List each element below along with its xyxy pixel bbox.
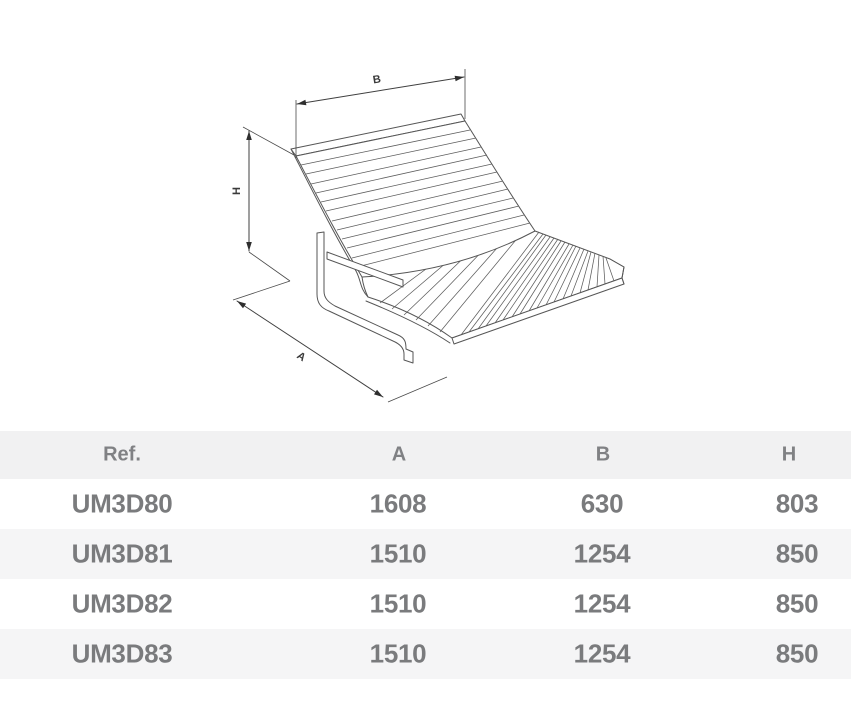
table-row: UM3D83 1510 1254 850 xyxy=(0,629,851,679)
dimension-a: A xyxy=(232,280,448,403)
dim-a-arrow-bottom xyxy=(374,389,383,397)
dim-a-arrow-top xyxy=(237,301,247,309)
h-cell: 850 xyxy=(775,538,819,569)
a-cell: 1510 xyxy=(369,638,427,669)
ref-cell: UM3D82 xyxy=(71,588,173,619)
dim-a-extension-lines xyxy=(232,280,448,403)
arm-rail xyxy=(326,251,404,288)
dim-a-label: A xyxy=(294,350,307,364)
dim-b-extension-lines xyxy=(295,69,466,158)
dim-a-line xyxy=(236,300,384,398)
column-header-b: B xyxy=(595,443,611,466)
dim-b-arrow-right xyxy=(454,75,464,82)
dim-b-line xyxy=(296,76,465,105)
h-cell: 850 xyxy=(775,588,819,619)
seat-end-cap xyxy=(609,258,625,285)
h-cell: 850 xyxy=(775,638,819,669)
b-cell: 630 xyxy=(580,488,624,519)
b-cell: 1254 xyxy=(573,638,631,669)
dim-h-arrow-bottom xyxy=(246,242,252,251)
backrest-slats xyxy=(300,129,531,268)
dim-b-arrow-left xyxy=(297,99,307,106)
ref-cell: UM3D83 xyxy=(71,638,173,669)
column-header-h: H xyxy=(781,443,797,466)
support-bracket xyxy=(316,231,414,364)
dim-h-label: H xyxy=(231,187,243,195)
ref-cell: UM3D80 xyxy=(71,488,173,519)
dim-b-label: B xyxy=(372,73,382,86)
table-row: UM3D82 1510 1254 850 xyxy=(0,579,851,629)
dim-h-extension-lines xyxy=(242,126,295,282)
dimension-b: B xyxy=(295,69,466,158)
ref-cell: UM3D81 xyxy=(71,538,173,569)
seat-slats-left xyxy=(379,234,521,333)
dim-h-arrow-top xyxy=(246,131,252,140)
b-cell: 1254 xyxy=(573,538,631,569)
table-header-row: Ref. A B H xyxy=(0,431,851,479)
seat-slats xyxy=(460,231,615,336)
seat-front-thickness xyxy=(365,300,451,344)
a-cell: 1608 xyxy=(369,488,427,519)
h-cell: 803 xyxy=(775,488,819,519)
column-header-a: A xyxy=(391,443,407,466)
bench-line-drawing: B H A xyxy=(230,69,625,403)
seat xyxy=(361,230,625,345)
dimension-h: H xyxy=(231,126,295,282)
backrest xyxy=(290,113,536,298)
table-row: UM3D80 1608 630 803 xyxy=(0,479,851,529)
column-header-ref: Ref. xyxy=(103,443,141,466)
bench-drawing-svg: B H A xyxy=(231,69,625,403)
b-cell: 1254 xyxy=(573,588,631,619)
dimensions-table: Ref. A B H UM3D80 1608 630 803 UM3D81 15… xyxy=(0,431,851,679)
a-cell: 1510 xyxy=(369,588,427,619)
table-row: UM3D81 1510 1254 850 xyxy=(0,529,851,579)
a-cell: 1510 xyxy=(369,538,427,569)
